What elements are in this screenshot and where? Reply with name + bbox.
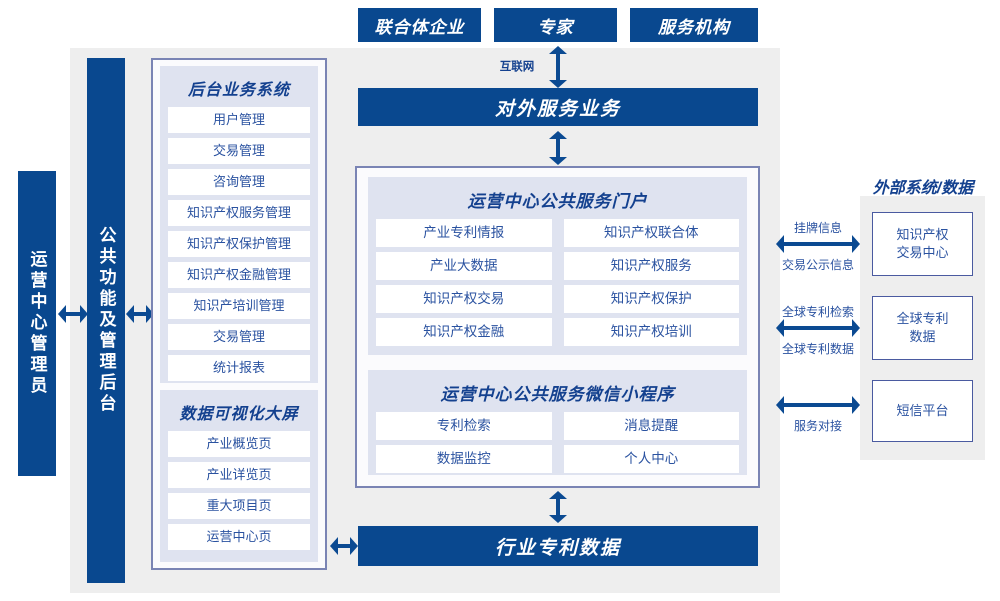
backend-item-1[interactable]: 交易管理 (168, 138, 310, 164)
external-connector-0-bottom-label: 交易公示信息 (781, 258, 854, 272)
backend-item-8[interactable]: 统计报表 (168, 355, 310, 381)
backend-item-2[interactable]: 咨询管理 (168, 169, 310, 195)
miniprogram-item-1[interactable]: 消息提醒 (563, 412, 739, 440)
external-system-2-label: 短信平台 (896, 403, 949, 419)
portal-item-1[interactable]: 知识产权联合体 (563, 219, 739, 247)
portal-item-7[interactable]: 知识产权培训 (563, 318, 739, 346)
external-service-bar[interactable]: 对外服务业务 (358, 88, 758, 126)
external-system-0[interactable]: 知识产权 交易中心 (872, 212, 973, 276)
top-actor-2[interactable]: 服务机构 (630, 8, 758, 42)
external-system-0-label: 知识产权 交易中心 (896, 227, 949, 260)
external-system-1-label: 全球专利 数据 (896, 311, 949, 344)
external-systems-title: 外部系统/数据 (872, 180, 974, 197)
top-actor-1[interactable]: 专家 (494, 8, 617, 42)
miniprogram-item-2[interactable]: 数据监控 (376, 445, 552, 473)
backend-item-0[interactable]: 用户管理 (168, 107, 310, 133)
external-connector-0-top-label: 挂牌信息 (793, 221, 842, 235)
internet-label: 互联网 (499, 61, 535, 73)
backend-item-6[interactable]: 知识产培训管理 (168, 293, 310, 319)
data-visualization-title: 数据可视化大屏 (179, 406, 299, 423)
backend-to-systems-arrow (126, 305, 154, 323)
portal-item-6[interactable]: 知识产权金融 (376, 318, 552, 346)
backend-item-4[interactable]: 知识产权保护管理 (168, 231, 310, 257)
portal-group: 运营中心公共服务门户 产业专利情报 知识产权联合体 产业大数据 知识产权服务 知… (368, 177, 747, 355)
miniprogram-group-title: 运营中心公共服务微信小程序 (440, 385, 675, 404)
top-actor-0[interactable]: 联合体企业 (358, 8, 481, 42)
visual-item-3[interactable]: 运营中心页 (168, 524, 310, 550)
portal-item-0[interactable]: 产业专利情报 (376, 219, 552, 247)
backend-item-7[interactable]: 交易管理 (168, 324, 310, 350)
miniprogram-item-0[interactable]: 专利检索 (376, 412, 552, 440)
operator-admin-column[interactable]: 运营中心管理员 (18, 171, 56, 476)
external-connector-2-bottom-label: 服务对接 (793, 419, 842, 433)
visual-item-2[interactable]: 重大项目页 (168, 493, 310, 519)
portal-to-patentdata-arrow (549, 491, 567, 523)
external-system-2[interactable]: 短信平台 (872, 380, 973, 442)
external-connector-1-top-label: 全球专利检索 (781, 305, 854, 319)
visual-item-1[interactable]: 产业详览页 (168, 462, 310, 488)
portal-group-title: 运营中心公共服务门户 (467, 192, 648, 211)
portal-item-2[interactable]: 产业大数据 (376, 252, 552, 280)
portal-item-4[interactable]: 知识产权交易 (376, 285, 552, 313)
backend-business-title: 后台业务系统 (187, 82, 290, 99)
backend-item-3[interactable]: 知识产权服务管理 (168, 200, 310, 226)
admin-to-backend-arrow (58, 305, 88, 323)
miniprogram-group: 运营中心公共服务微信小程序 专利检索 消息提醒 数据监控 个人中心 (368, 370, 747, 475)
external-connector-1-bottom-label: 全球专利数据 (781, 342, 854, 356)
external-connector-1-arrow (776, 319, 860, 337)
visual-item-0[interactable]: 产业概览页 (168, 431, 310, 457)
data-visualization-group: 数据可视化大屏 产业概览页 产业详览页 重大项目页 运营中心页 (160, 390, 318, 562)
industry-patent-data-bar[interactable]: 行业专利数据 (358, 526, 758, 566)
portal-item-3[interactable]: 知识产权服务 (563, 252, 739, 280)
common-function-backend-column[interactable]: 公共功能及管理后台 (87, 58, 125, 583)
backend-business-group: 后台业务系统 用户管理 交易管理 咨询管理 知识产权服务管理 知识产权保护管理 … (160, 66, 318, 383)
backend-item-5[interactable]: 知识产权金融管理 (168, 262, 310, 288)
systems-to-patentdata-arrow (330, 537, 358, 555)
external-system-1[interactable]: 全球专利 数据 (872, 296, 973, 360)
miniprogram-item-3[interactable]: 个人中心 (563, 445, 739, 473)
external-connector-2-arrow (776, 396, 860, 414)
portal-item-5[interactable]: 知识产权保护 (563, 285, 739, 313)
external-connector-0-arrow (776, 235, 860, 253)
service-to-portal-arrow (549, 131, 567, 165)
internet-arrow (549, 46, 567, 88)
